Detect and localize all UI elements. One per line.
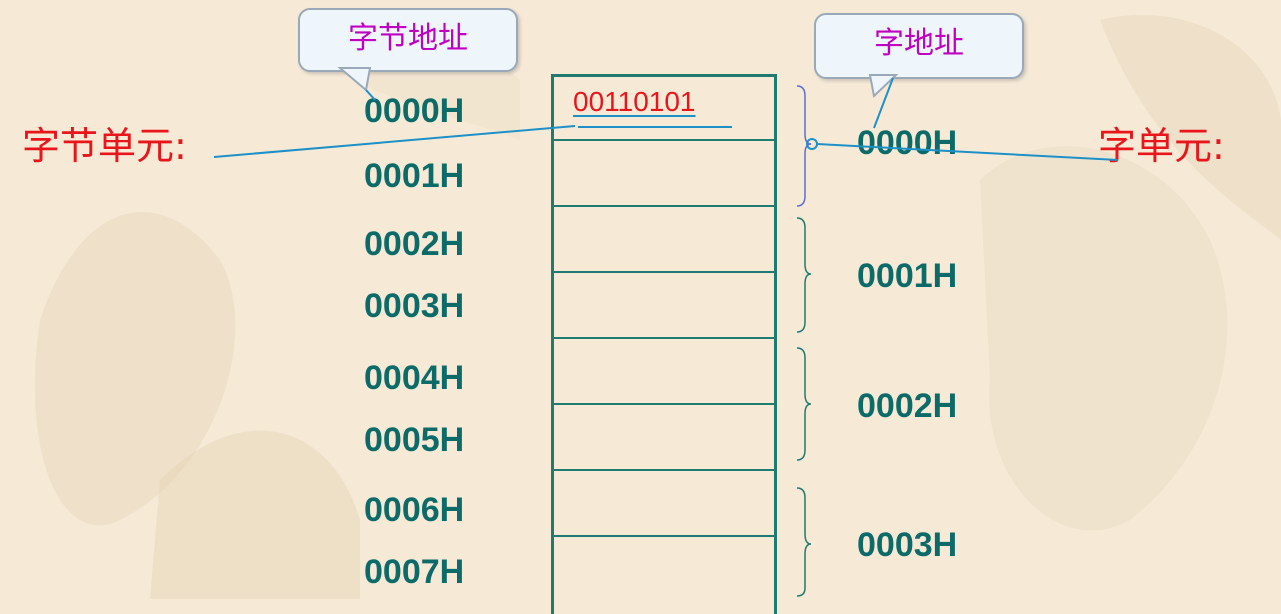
word-callout-tail <box>868 74 899 98</box>
brace-word-1 <box>796 217 812 333</box>
memory-cell-2 <box>554 207 774 273</box>
byte-callout-tail <box>337 67 372 92</box>
byte-address-2: 0002H <box>364 225 465 263</box>
byte-address-1: 0001H <box>364 157 465 195</box>
word-address-3: 0003H <box>857 526 958 564</box>
brace-word-3 <box>796 487 812 597</box>
byte-value: 00110101 <box>573 86 696 117</box>
byte-callout-pointer <box>365 89 376 101</box>
byte-address-5: 0005H <box>364 421 465 459</box>
brace-word-0 <box>796 85 812 207</box>
byte-unit-pointer <box>213 125 576 158</box>
memory-cell-5 <box>554 405 774 471</box>
word-address-0: 0000H <box>857 124 958 162</box>
connectors-overlay <box>213 67 1119 597</box>
word-address-2: 0002H <box>857 387 958 425</box>
byte-address-7: 0007H <box>364 553 465 591</box>
byte-address-4: 0004H <box>364 359 465 397</box>
memory-column <box>551 74 777 614</box>
byte-address-6: 0006H <box>364 491 465 529</box>
word-address-callout: 字地址 <box>814 13 1024 79</box>
brace-word-2 <box>796 347 812 461</box>
memory-cell-6 <box>554 471 774 537</box>
memory-cell-1 <box>554 141 774 207</box>
word-address-1: 0001H <box>857 257 958 295</box>
word-unit-pointer <box>816 143 1119 161</box>
byte-address-0: 0000H <box>364 92 465 130</box>
word-unit-label: 字单元: <box>1098 124 1225 168</box>
memory-cell-4 <box>554 339 774 405</box>
word-callout-pointer <box>873 77 894 129</box>
memory-cell-0 <box>554 77 774 141</box>
byte-address-callout: 字节地址 <box>298 8 518 72</box>
byte-address-3: 0003H <box>364 287 465 325</box>
byte-unit-label: 字节单元: <box>22 124 187 168</box>
memory-cell-3 <box>554 273 774 339</box>
